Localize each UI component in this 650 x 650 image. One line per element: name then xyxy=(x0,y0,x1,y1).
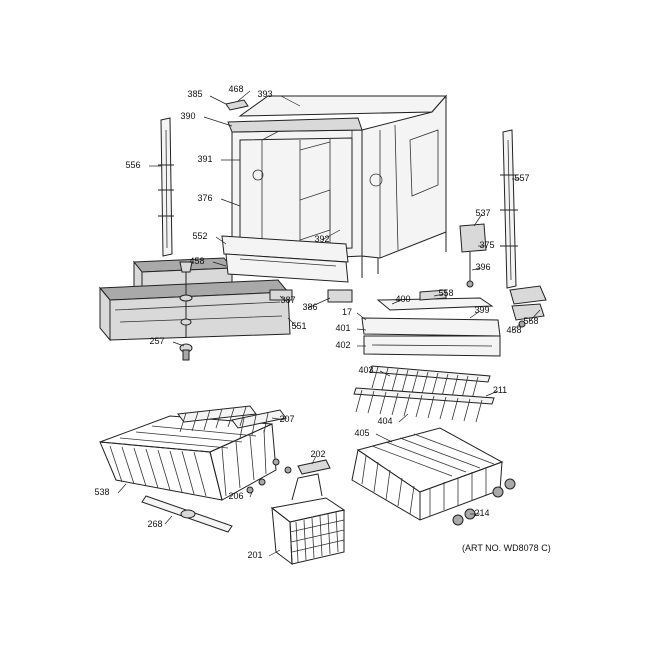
callout-17: 17 xyxy=(342,307,352,317)
toe-panel-552 xyxy=(221,235,353,303)
callout-214: 214 xyxy=(474,508,489,518)
callout-402: 402 xyxy=(335,340,350,350)
vent-part-468 xyxy=(225,99,249,111)
callout-206: 206 xyxy=(228,491,243,501)
callout-458b: 458 xyxy=(506,325,521,335)
callout-268: 268 xyxy=(147,519,162,529)
callout-558a: 558 xyxy=(438,288,453,298)
callout-385: 385 xyxy=(187,89,202,99)
lower-rack-405 xyxy=(351,427,516,526)
callout-211: 211 xyxy=(493,385,507,395)
callout-393: 393 xyxy=(257,89,272,99)
part-401 xyxy=(361,317,501,337)
callout-392: 392 xyxy=(314,234,329,244)
callout-458a: 458 xyxy=(189,256,204,266)
callout-396: 396 xyxy=(475,262,490,272)
callout-207: 207 xyxy=(279,414,294,424)
callout-257: 257 xyxy=(149,336,164,346)
callout-386: 386 xyxy=(302,302,317,312)
art-number-label: (ART NO. WD8078 C) xyxy=(462,543,551,553)
callout-405: 405 xyxy=(354,428,369,438)
spray-arm-268 xyxy=(141,495,233,533)
part-400 xyxy=(376,297,494,311)
callout-201: 201 xyxy=(247,550,262,560)
callout-552: 552 xyxy=(192,231,207,241)
tub-top-rail xyxy=(227,117,363,133)
upper-rack-538 xyxy=(99,405,287,501)
callout-538: 538 xyxy=(94,487,109,497)
part-558 xyxy=(419,289,447,301)
callout-558b: 558 xyxy=(523,316,538,326)
callout-556: 556 xyxy=(125,160,140,170)
side-rail-557 xyxy=(500,129,518,289)
callout-387: 387 xyxy=(280,295,295,305)
callout-551: 551 xyxy=(291,321,306,331)
callout-401: 401 xyxy=(335,323,350,333)
part-202 xyxy=(297,459,331,475)
door-frame xyxy=(361,289,501,357)
hardware-206 xyxy=(246,458,292,494)
tine-rows-403 xyxy=(353,365,495,423)
hinge-parts xyxy=(459,223,547,328)
callout-403: 403 xyxy=(358,365,373,375)
leader-lines xyxy=(117,90,541,557)
callout-375: 375 xyxy=(479,240,494,250)
callout-557: 557 xyxy=(514,173,529,183)
tub-right-side xyxy=(361,94,447,259)
callout-390: 390 xyxy=(180,111,195,121)
part-402 xyxy=(363,335,501,357)
callout-404: 404 xyxy=(377,416,392,426)
callout-400: 400 xyxy=(395,294,410,304)
callout-376: 376 xyxy=(197,193,212,203)
callout-468: 468 xyxy=(228,84,243,94)
callout-labels: 385 468 393 390 391 376 552 458 392 556 557 537 375 3… xyxy=(94,84,538,560)
tub-assembly xyxy=(227,94,448,282)
callout-537: 537 xyxy=(475,208,490,218)
silverware-basket-201 xyxy=(270,459,346,566)
side-rail-556 xyxy=(158,117,174,257)
callout-391: 391 xyxy=(197,154,212,164)
tub-top xyxy=(238,95,448,117)
callout-202: 202 xyxy=(310,449,325,459)
callout-399: 399 xyxy=(474,305,489,315)
